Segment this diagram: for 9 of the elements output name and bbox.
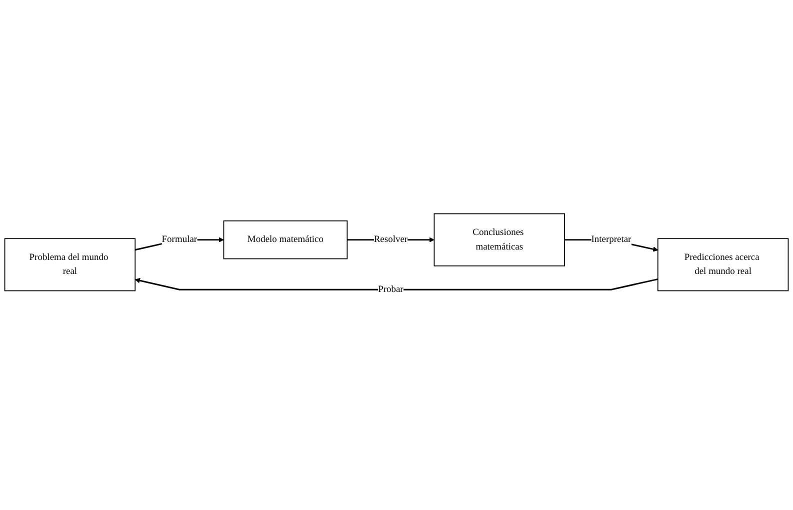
edge-label: Interpretar [591, 234, 632, 244]
edge-label: Resolver [374, 234, 408, 244]
node-box: Predicciones acerca del mundo real [657, 238, 789, 291]
edge-label: Formular [162, 234, 198, 244]
node-box: Problema del mundo real [4, 238, 136, 291]
edge-label: Probar [378, 284, 404, 294]
arrow [134, 278, 658, 290]
node-box: Modelo matemático [223, 220, 348, 259]
node-box: Conclusiones matemáticas [434, 213, 565, 266]
